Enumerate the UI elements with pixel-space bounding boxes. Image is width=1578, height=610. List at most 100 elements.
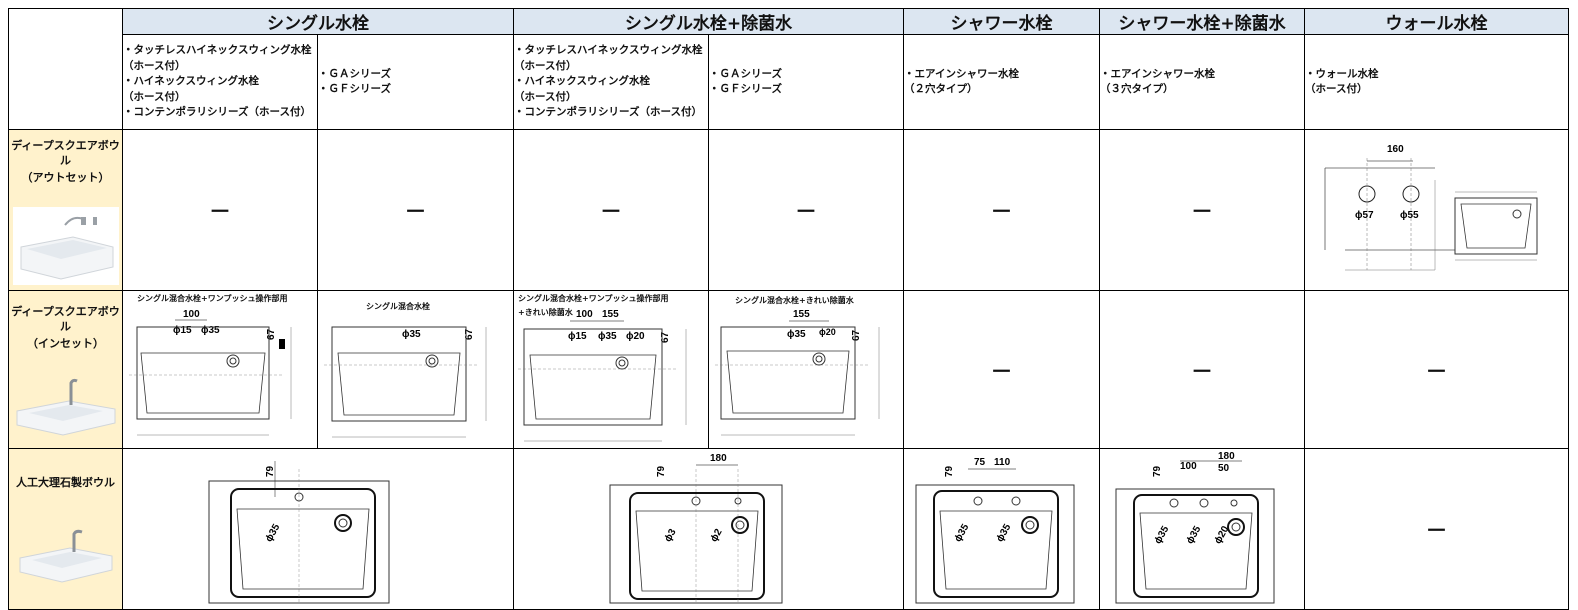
inset-sterilize-ga-drawing: 155 ϕ35 ϕ20 67 [715, 309, 880, 436]
marble-shower2-drawing: 79 75 110 ϕ35 ϕ35 [915, 457, 1075, 604]
note: +きれい除菌水 [518, 308, 573, 317]
row-label: （アウトセット） [21, 170, 110, 184]
cell-dash: － [1099, 290, 1305, 449]
inset-sterilize-drawing-cell: シングル混合水栓+ワンプッシュ操作部用 +きれい除菌水 100 155 ϕ15 … [513, 290, 709, 449]
sub-header-wall: ・ウォール水栓 （ホース付） [1304, 34, 1569, 130]
dim-label: 110 [994, 457, 1011, 468]
faucet-compatibility-sheet: シングル水栓 シングル水栓+除菌水 シャワー水栓 シャワー水栓+除菌水 ウォール… [8, 8, 1569, 610]
dim-label: ϕ35 [1185, 524, 1204, 546]
marble-shower3-drawing-cell: 79 180 100 50 ϕ35 ϕ35 ϕ20 [1099, 448, 1305, 610]
dim-label: ϕ35 [787, 329, 806, 340]
cell-dash: － [903, 129, 1100, 291]
sub-line: （２穴タイプ） [904, 83, 978, 95]
sub-header-shower-2hole: ・エアインシャワー水栓 （２穴タイプ） [903, 34, 1100, 130]
row-label: ディープスクエアボウル [11, 138, 120, 167]
dim-label: 67 [660, 331, 671, 343]
dim-label: 79 [1152, 465, 1163, 477]
dim-label: ϕ35 [1153, 524, 1172, 546]
row-label: （インセット） [27, 337, 104, 350]
sub-line: ・ＧＡシリーズ [709, 67, 782, 80]
sub-header-sterilize-ga: ・ＧＡシリーズ ・ＧＦシリーズ [708, 34, 904, 130]
sub-line: ・ＧＦシリーズ [318, 83, 391, 95]
dim-label: ϕ3 [663, 527, 679, 544]
sub-line: （３穴タイプ） [1100, 83, 1174, 95]
corner-cell [8, 8, 123, 130]
sub-line: （ホース付） [123, 90, 186, 103]
row-header-outset: ディープスクエアボウル （アウトセット） [8, 129, 123, 291]
dim-label: 79 [944, 465, 955, 477]
dim-label: ϕ15 [173, 325, 192, 336]
sub-line: ・エアインシャワー水栓 [904, 67, 1019, 80]
dim-label: 79 [265, 465, 276, 477]
marble-shower2-drawing-cell: 79 75 110 ϕ35 ϕ35 [903, 448, 1100, 610]
marble-single-drawing: 79 ϕ35 [208, 461, 390, 604]
dim-label: ϕ55 [1400, 210, 1419, 221]
sub-line: （ホース付） [123, 59, 186, 72]
dim-label: ϕ35 [264, 522, 283, 544]
row-label: ディープスクエアボウル [11, 305, 120, 333]
row-header-inset: ディープスクエアボウル （インセット） [8, 290, 123, 449]
marble-sterilize-drawing: 79 180 ϕ3 ϕ2 [609, 453, 783, 604]
group-header-row: シングル水栓 シングル水栓+除菌水 シャワー水栓 シャワー水栓+除菌水 ウォール… [8, 8, 1569, 130]
inset-single-ga-drawing: ϕ35 67 [324, 326, 487, 438]
sub-line: ・エアインシャワー水栓 [1100, 67, 1215, 80]
cell-dash: － [1099, 129, 1305, 291]
row-inset: ディープスクエアボウル （インセット） シングル混合水栓+ワンプッシュ操作部用 … [8, 290, 1569, 449]
cell-dash: － [317, 129, 514, 291]
dim-label: 155 [793, 309, 810, 320]
inset-sterilize-ga-drawing-cell: シングル混合水栓+きれい除菌水 155 ϕ35 ϕ20 67 [708, 290, 904, 449]
sub-line: ・コンテンポラリシリーズ（ホース付） [514, 106, 702, 119]
note: シングル混合水栓+ワンプッシュ操作部用 [137, 294, 288, 303]
sub-header-shower-3hole: ・エアインシャワー水栓 （３穴タイプ） [1099, 34, 1305, 130]
inset-bowl-product-image [16, 378, 115, 436]
group-header-shower-sterilize: シャワー水栓+除菌水 [1099, 8, 1305, 35]
group-header-shower: シャワー水栓 [903, 8, 1100, 35]
sub-header-single-hinex: ・タッチレスハイネックスウィング水栓 （ホース付） ・ハイネックスウィング水栓 … [122, 34, 318, 130]
dim-label: 75 [974, 457, 986, 468]
sub-header-row: ・タッチレスハイネックスウィング水栓 （ホース付） ・ハイネックスウィング水栓 … [9, 34, 1569, 130]
sub-line: ・ハイネックスウィング水栓 [514, 75, 650, 88]
cell-dash: － [903, 290, 1100, 449]
dim-label: 160 [1387, 144, 1404, 155]
dim-label: ϕ20 [819, 327, 836, 337]
dim-label: 67 [266, 328, 277, 340]
cell-dash: － [1304, 290, 1569, 449]
dim-label: 67 [851, 329, 862, 341]
note: シングル混合水栓+きれい除菌水 [735, 296, 854, 305]
dim-label: 155 [602, 309, 619, 320]
sub-line: ・ＧＦシリーズ [709, 83, 782, 95]
inset-single-drawing-cell: シングル混合水栓+ワンプッシュ操作部用 100 ϕ15 ϕ35 67 [122, 290, 318, 449]
sub-line: ・ＧＡシリーズ [318, 67, 391, 80]
dim-label: ϕ35 [402, 329, 421, 340]
marble-single-drawing-cell: 79 ϕ35 [122, 448, 514, 610]
sub-header-single-ga: ・ＧＡシリーズ ・ＧＦシリーズ [317, 34, 514, 130]
dim-label: 100 [1180, 461, 1197, 472]
outset-bowl-product-image [12, 206, 119, 285]
row-label: 人工大理石製ボウル [16, 475, 115, 489]
sub-line: ・ウォール水栓 [1305, 67, 1379, 80]
dim-label: 79 [656, 465, 667, 477]
row-marble: 人工大理石製ボウル 79 ϕ35 79 [8, 448, 1569, 610]
cell-dash: － [513, 129, 709, 291]
cell-dash: － [708, 129, 904, 291]
dim-label: 50 [1218, 463, 1230, 474]
inset-single-ga-drawing-cell: シングル混合水栓 ϕ35 67 [317, 290, 514, 449]
inset-single-drawing: 100 ϕ15 ϕ35 67 [129, 309, 292, 436]
group-header-single: シングル水栓 [122, 8, 514, 35]
sub-line: ・タッチレスハイネックスウィング水栓 [514, 44, 703, 57]
dim-label: 100 [576, 309, 593, 320]
dim-label: ϕ2 [709, 527, 725, 544]
group-header-wall: ウォール水栓 [1304, 8, 1569, 35]
dim-label: ϕ15 [568, 331, 587, 342]
note: シングル混合水栓 [366, 302, 430, 311]
cell-dash: － [1304, 448, 1569, 610]
sub-line: （ホース付） [1305, 83, 1368, 95]
marble-shower3-drawing: 79 180 100 50 ϕ35 ϕ35 ϕ20 [1115, 451, 1275, 604]
sub-line: ・コンテンポラリシリーズ（ホース付） [123, 106, 311, 119]
dim-label: ϕ35 [598, 331, 617, 342]
sub-line: （ホース付） [514, 59, 577, 72]
dim-label: 180 [710, 453, 727, 464]
row-header-marble: 人工大理石製ボウル [8, 448, 123, 610]
sub-line: ・ハイネックスウィング水栓 [123, 75, 259, 88]
inset-sterilize-drawing: 100 155 ϕ15 ϕ35 ϕ20 67 [518, 309, 687, 442]
